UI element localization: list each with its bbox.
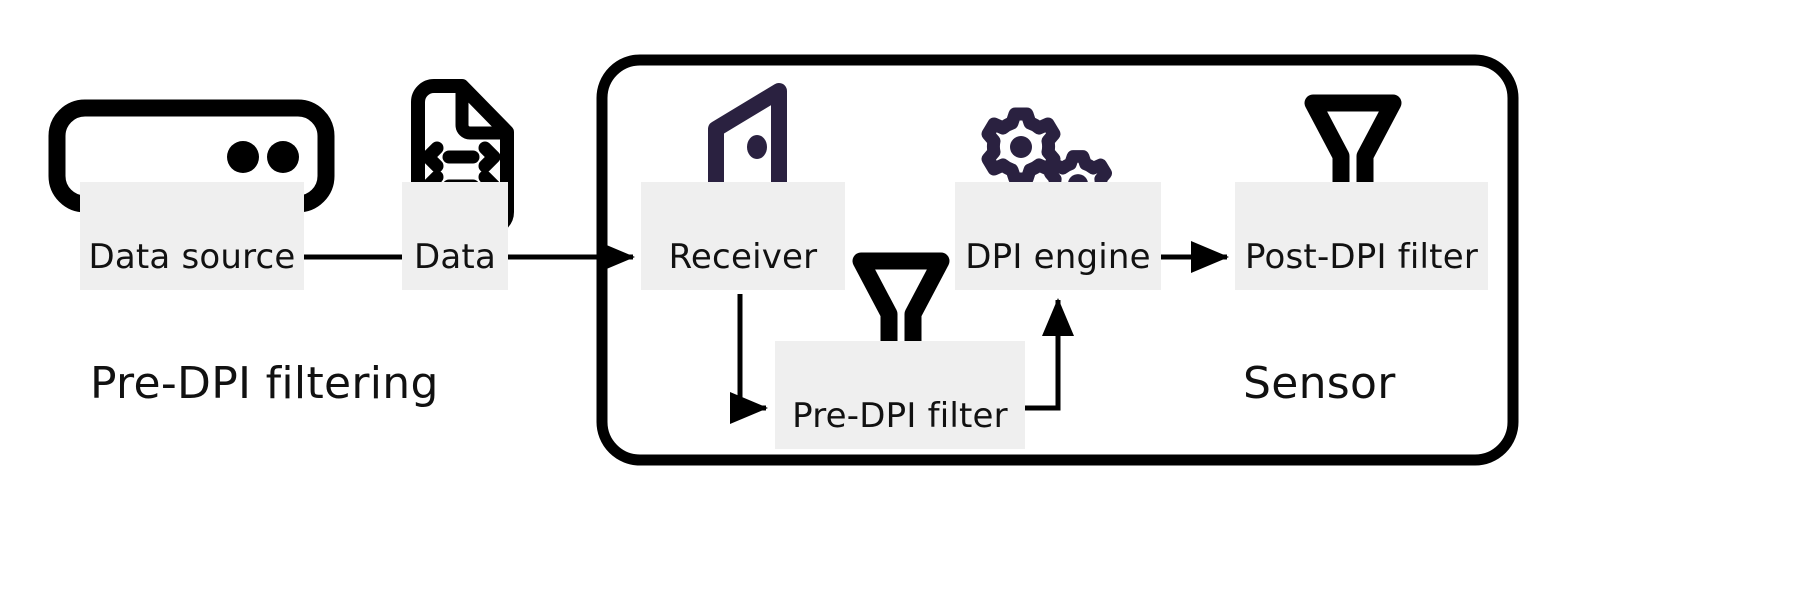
node-label-receiver: Receiver [641,182,845,290]
node-label-pre-dpi-filter: Pre-DPI filter [775,341,1025,449]
edge-pre-dpi-filter-to-dpi-engine [1025,297,1074,411]
node-label-dpi-engine: DPI engine [955,182,1161,290]
node-label-data: Data [402,182,508,290]
node-label-data-source: Data source [80,182,304,290]
edge-receiver-to-pre-dpi-filter [730,294,769,424]
group-label-pre-dpi-filtering: Pre-DPI filtering [90,358,439,409]
node-label-post-dpi-filter: Post-DPI filter [1235,182,1488,290]
sensor-container-label: Sensor [1243,358,1396,409]
